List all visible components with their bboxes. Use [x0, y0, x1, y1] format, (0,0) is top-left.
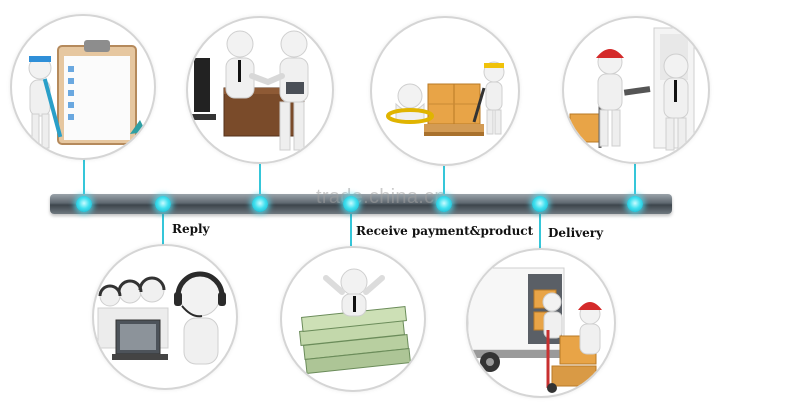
money-stack-icon — [299, 268, 411, 374]
connector-negotiation — [259, 158, 261, 202]
timeline-dot-3 — [252, 196, 268, 212]
step-circle-negotiation — [186, 16, 334, 164]
call-center-headset-icon — [97, 271, 226, 365]
connector-order — [83, 152, 85, 202]
watermark-text: trade.china.cn — [316, 186, 446, 208]
timeline-dot-4 — [343, 196, 359, 212]
step-circle-receive — [280, 246, 426, 392]
step-circle-shipping-prep — [370, 16, 520, 166]
step-label-receive: Receive payment&product — [356, 224, 534, 238]
step-circle-reply — [92, 244, 238, 390]
step-circle-order — [10, 14, 156, 160]
truck-loading-icon — [468, 267, 602, 393]
forklift-pallet-icon — [386, 61, 505, 136]
step-circle-handover — [562, 16, 710, 164]
step-circle-delivery — [466, 248, 616, 398]
timeline-dot-1 — [76, 196, 92, 212]
handshake-office-icon — [192, 30, 309, 151]
timeline-dot-7 — [627, 196, 643, 212]
timeline-bar — [50, 194, 672, 214]
connector-delivery — [539, 210, 541, 252]
connector-shipping-prep — [443, 158, 445, 202]
connector-handover — [634, 158, 636, 202]
timeline-dot-5 — [436, 196, 452, 212]
courier-door-delivery-icon — [569, 27, 695, 156]
clipboard-order-icon — [28, 40, 146, 149]
connector-reply — [162, 210, 164, 246]
timeline-dot-6 — [532, 196, 548, 212]
step-label-reply: Reply — [172, 222, 210, 236]
step-label-delivery: Delivery — [548, 226, 604, 240]
connector-receive — [350, 210, 352, 246]
timeline-dot-2 — [155, 196, 171, 212]
